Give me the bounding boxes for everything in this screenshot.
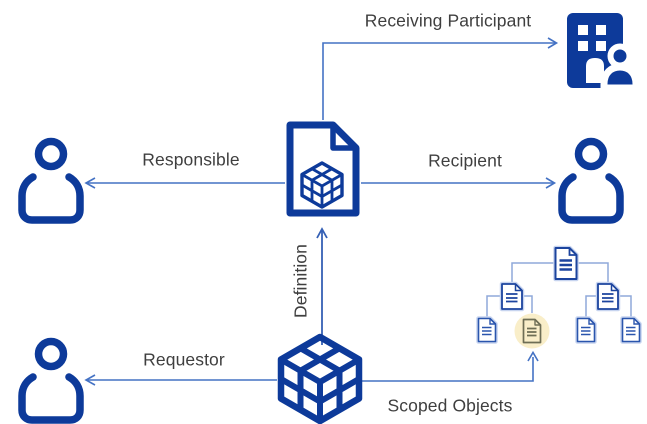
small-cube-glyph bbox=[300, 161, 344, 209]
definition-arrow bbox=[316, 227, 328, 345]
tree-leaf-document-icon bbox=[620, 316, 642, 344]
tree-connector bbox=[576, 262, 609, 284]
document-cube-icon bbox=[286, 121, 360, 217]
responsible-label: Responsible bbox=[142, 149, 240, 170]
organization-building-icon bbox=[567, 13, 640, 92]
tree-root-document-icon bbox=[553, 245, 579, 282]
receiving-participant-arrow bbox=[322, 37, 559, 120]
tree-mid-document-icon bbox=[595, 281, 621, 312]
tree-leaf-document-icon bbox=[476, 316, 498, 344]
building-person-badge bbox=[600, 43, 640, 92]
requestor-arrow bbox=[84, 374, 277, 386]
recipient-label: Recipient bbox=[428, 150, 502, 171]
tree-connector bbox=[522, 295, 533, 313]
scoped-objects-arrow bbox=[362, 350, 539, 382]
tree-connector bbox=[618, 295, 632, 318]
responsible-arrow bbox=[84, 177, 285, 189]
recipient-arrow bbox=[361, 177, 557, 189]
person-icon-responsible bbox=[22, 142, 80, 221]
tree-leaf-document-icon-highlighted bbox=[522, 318, 542, 344]
requestor-label: Requestor bbox=[143, 349, 225, 370]
definition-label: Definition bbox=[290, 244, 311, 318]
cube-icon bbox=[277, 333, 363, 424]
receiving-participant-label: Receiving Participant bbox=[364, 10, 532, 31]
tree-leaf-document-icon bbox=[575, 316, 597, 344]
tree-mid-document-icon bbox=[499, 281, 525, 312]
person-icon-recipient bbox=[562, 142, 620, 221]
scoped-objects-label: Scoped Objects bbox=[387, 395, 513, 416]
tree-connector bbox=[511, 262, 556, 284]
person-icon-requestor bbox=[22, 342, 80, 421]
tree-connector bbox=[486, 295, 502, 318]
tree-connector bbox=[585, 295, 598, 318]
document-hierarchy-icon bbox=[476, 245, 642, 349]
